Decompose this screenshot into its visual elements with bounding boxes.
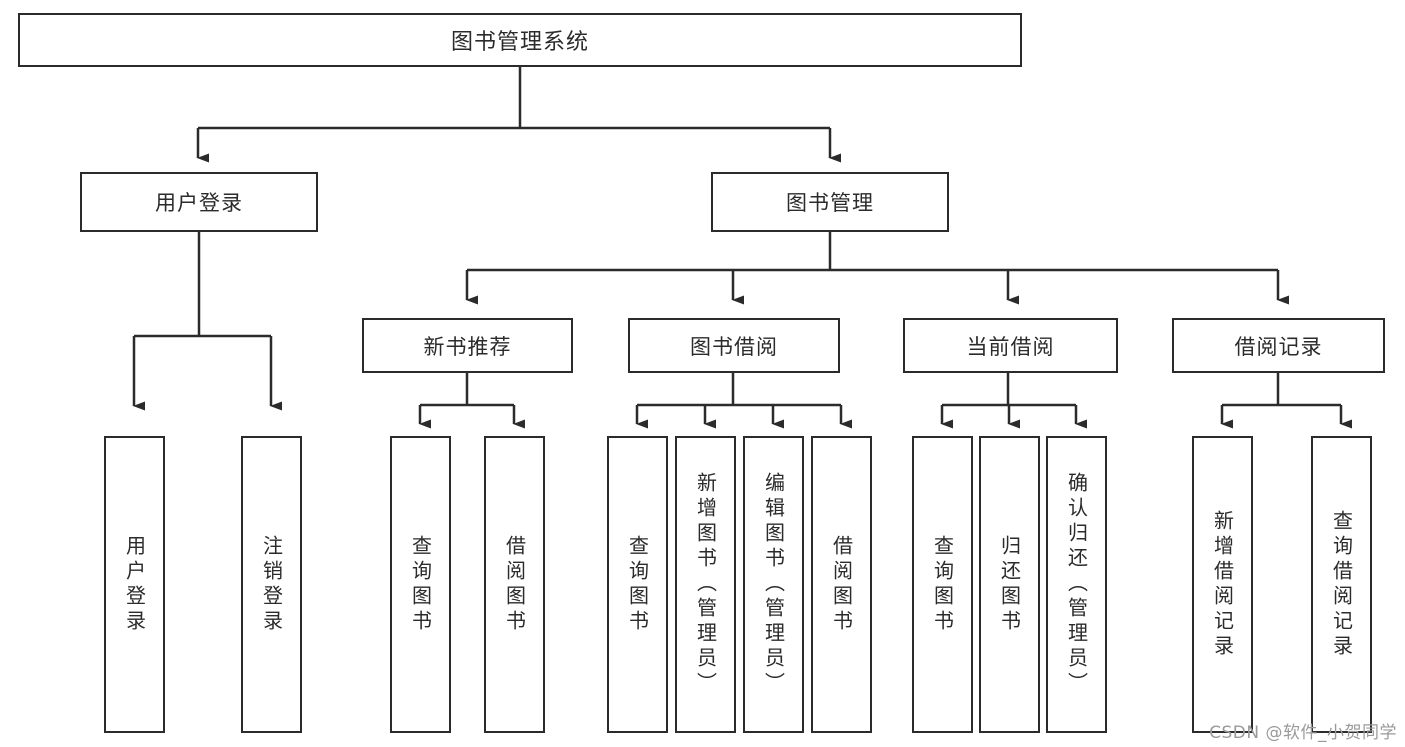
- node-current-borrow-label: 当前借阅: [966, 334, 1055, 359]
- node-leaf-query-book-2[interactable]: 查询图书: [607, 436, 668, 733]
- node-root-label: 图书管理系统: [450, 30, 589, 55]
- node-leaf-query-book-1-label: 查询图书: [408, 534, 433, 635]
- node-leaf-edit-book-label: 编辑图书（管理员）: [761, 472, 786, 697]
- node-leaf-borrow-book-1-label: 借阅图书: [502, 534, 527, 635]
- node-leaf-return-book[interactable]: 归还图书: [979, 436, 1040, 733]
- node-new-book-recommend[interactable]: 新书推荐: [362, 318, 573, 373]
- node-leaf-query-book-1[interactable]: 查询图书: [390, 436, 451, 733]
- node-leaf-borrow-book-1[interactable]: 借阅图书: [484, 436, 545, 733]
- node-leaf-query-record-label: 查询借阅记录: [1329, 509, 1354, 660]
- node-book-manage[interactable]: 图书管理: [711, 172, 949, 232]
- node-leaf-user-login[interactable]: 用户登录: [104, 436, 165, 733]
- node-book-manage-label: 图书管理: [786, 191, 874, 215]
- watermark: CSDN @软件_小贺同学: [1209, 723, 1397, 743]
- node-current-borrow[interactable]: 当前借阅: [903, 318, 1118, 373]
- node-leaf-borrow-book-2-label: 借阅图书: [829, 534, 854, 635]
- node-new-book-recommend-label: 新书推荐: [423, 334, 512, 359]
- node-leaf-query-book-2-label: 查询图书: [625, 534, 650, 635]
- node-leaf-confirm-return[interactable]: 确认归还（管理员）: [1046, 436, 1107, 733]
- node-leaf-add-record-label: 新增借阅记录: [1210, 509, 1235, 660]
- node-leaf-add-book-label: 新增图书（管理员）: [693, 472, 718, 697]
- node-leaf-logout-login-label: 注销登录: [259, 534, 284, 635]
- node-borrow-record[interactable]: 借阅记录: [1172, 318, 1385, 373]
- node-leaf-return-book-label: 归还图书: [997, 534, 1022, 635]
- node-leaf-logout-login[interactable]: 注销登录: [241, 436, 302, 733]
- node-leaf-add-book[interactable]: 新增图书（管理员）: [675, 436, 736, 733]
- node-leaf-query-book-3[interactable]: 查询图书: [912, 436, 973, 733]
- node-leaf-query-record[interactable]: 查询借阅记录: [1311, 436, 1372, 733]
- node-book-borrow-label: 图书借阅: [690, 334, 778, 359]
- node-user-login-label: 用户登录: [155, 191, 243, 215]
- node-book-borrow[interactable]: 图书借阅: [628, 318, 840, 373]
- node-leaf-user-login-label: 用户登录: [122, 534, 147, 635]
- node-root[interactable]: 图书管理系统: [18, 13, 1022, 67]
- node-borrow-record-label: 借阅记录: [1234, 334, 1323, 359]
- node-leaf-borrow-book-2[interactable]: 借阅图书: [811, 436, 872, 733]
- node-leaf-edit-book[interactable]: 编辑图书（管理员）: [743, 436, 804, 733]
- node-leaf-add-record[interactable]: 新增借阅记录: [1192, 436, 1253, 733]
- node-user-login[interactable]: 用户登录: [80, 172, 318, 232]
- node-leaf-query-book-3-label: 查询图书: [930, 534, 955, 635]
- node-leaf-confirm-return-label: 确认归还（管理员）: [1064, 472, 1089, 697]
